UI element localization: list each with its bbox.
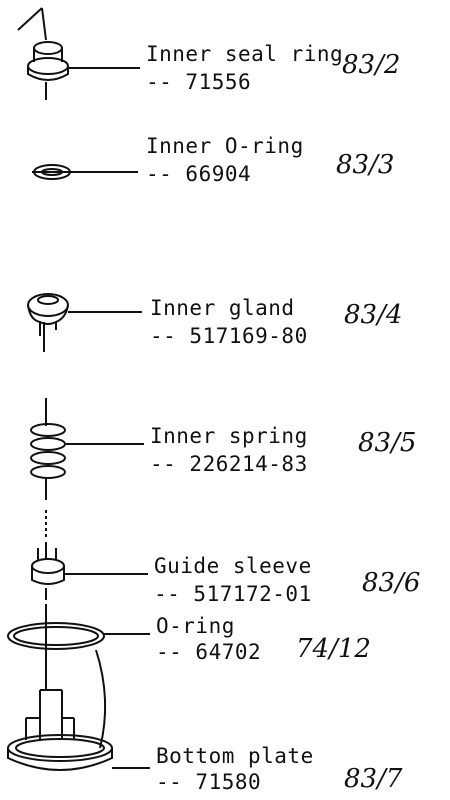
handwritten-ref-bottom-plate: 83/7 bbox=[344, 764, 403, 794]
part-number-inner-seal-ring: -- 71556 bbox=[146, 70, 252, 94]
part-name-inner-seal-ring: Inner seal ring bbox=[146, 42, 344, 66]
part-number-guide-sleeve: -- 517172-01 bbox=[154, 582, 312, 606]
handwritten-ref-guide-sleeve: 83/6 bbox=[362, 568, 421, 598]
part-name-inner-o-ring: Inner O-ring bbox=[146, 134, 304, 158]
handwritten-ref-inner-o-ring: 83/3 bbox=[336, 150, 395, 180]
o-ring-illustration bbox=[8, 604, 150, 690]
handwritten-ref-o-ring: 74/12 bbox=[296, 634, 371, 664]
part-name-inner-spring: Inner spring bbox=[150, 424, 308, 448]
bottom-plate-illustration bbox=[8, 650, 150, 770]
part-number-inner-gland: -- 517169-80 bbox=[150, 324, 308, 348]
part-name-guide-sleeve: Guide sleeve bbox=[154, 554, 312, 578]
handwritten-ref-inner-spring: 83/5 bbox=[358, 428, 417, 458]
handwritten-ref-inner-gland: 83/4 bbox=[344, 300, 403, 330]
part-number-inner-spring: -- 226214-83 bbox=[150, 452, 308, 476]
part-name-o-ring: O-ring bbox=[156, 614, 235, 638]
part-number-o-ring: -- 64702 bbox=[156, 640, 262, 664]
part-number-inner-o-ring: -- 66904 bbox=[146, 162, 252, 186]
part-name-inner-gland: Inner gland bbox=[150, 296, 295, 320]
part-name-bottom-plate: Bottom plate bbox=[156, 744, 314, 768]
part-number-bottom-plate: -- 71580 bbox=[156, 770, 262, 794]
guide-sleeve-illustration bbox=[32, 510, 148, 600]
inner-gland-illustration bbox=[28, 294, 142, 352]
handwritten-ref-inner-seal-ring: 83/2 bbox=[342, 50, 401, 80]
inner-spring-illustration bbox=[31, 398, 144, 500]
inner-seal-ring-illustration bbox=[18, 8, 140, 100]
inner-o-ring-illustration bbox=[32, 165, 138, 179]
